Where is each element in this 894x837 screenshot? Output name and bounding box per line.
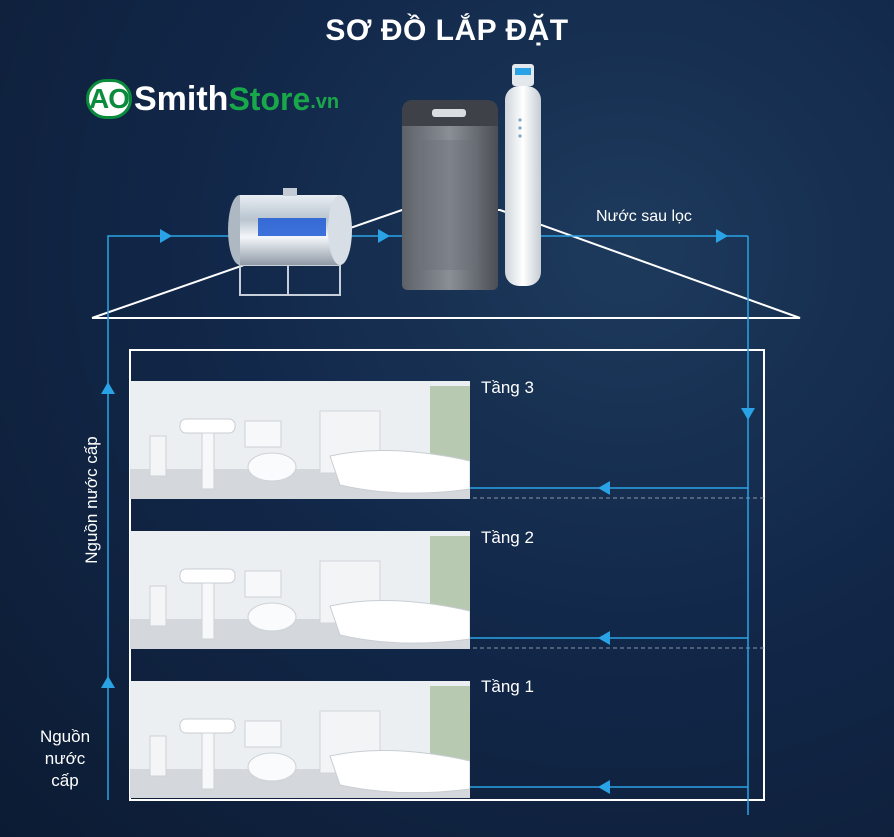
flow-arrows [101,229,755,794]
water-softener-icon [402,100,498,290]
supply-label: Nguồn nước cấp [30,726,100,792]
logo-smith: Smith [134,79,229,118]
page-title: SƠ ĐỒ LẮP ĐẶT [325,14,569,47]
bathroom-image [130,381,470,499]
floor-label-2: Tầng 2 [481,528,534,547]
water-tank-icon [228,188,352,296]
brand-logo: AO Smith Store .vn [86,78,339,120]
arrow-right [716,229,728,243]
arrow-up [101,382,115,394]
floor-label-3: Tầng 3 [481,378,534,397]
after-filter-label: Nước sau lọc [596,208,692,225]
supply-label-line: nước [44,749,86,768]
supply-label-line: cấp [51,771,79,790]
floor-label-1: Tầng 1 [481,677,534,696]
arrow-up [101,676,115,688]
arrow-right [378,229,390,243]
arrow-right [160,229,172,243]
logo-store: Store [228,80,311,117]
logo-vn: .vn [310,91,340,113]
supply-vertical-label: Nguồn nước cấp [82,436,101,564]
filter-column-icon [505,64,541,286]
supply-label-line: Nguồn [39,727,91,746]
arrow-left [598,481,610,495]
logo-ao: AO [86,79,132,119]
arrow-left [598,780,610,794]
bathroom-image [130,531,470,649]
arrow-left [598,631,610,645]
arrow-down [741,408,755,420]
bathroom-image [130,681,470,798]
